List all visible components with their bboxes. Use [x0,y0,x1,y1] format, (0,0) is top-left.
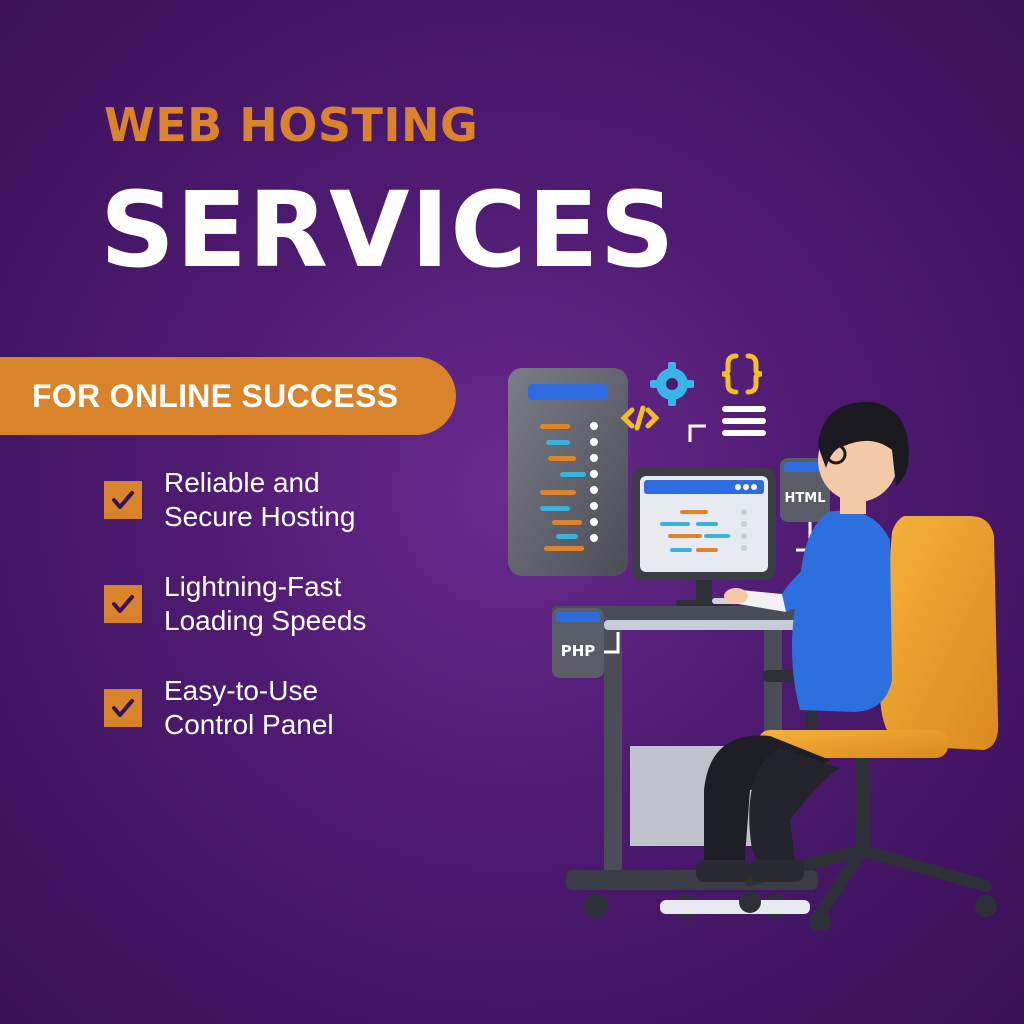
gear-icon [650,362,694,406]
glasses [825,443,847,465]
developer-person [696,401,909,882]
php-badge: PHP [552,608,604,678]
feature-line: Control Panel [164,709,334,740]
html-badge-label: HTML [785,491,826,506]
text-lines-icon [722,406,766,436]
tagline-ribbon: FOR ONLINE SUCCESS [0,357,456,435]
code-brackets-icon [620,405,660,431]
feature-item: Lightning-Fast Loading Speeds [104,570,366,638]
feature-line: Loading Speeds [164,605,367,636]
curly-braces-icon [721,353,763,395]
code-panel [508,368,628,576]
kicker-title: WEB HOSTING [104,98,479,152]
checkmark-icon [104,689,142,727]
office-chair [739,516,999,930]
connector-line [604,632,620,654]
checkmark-icon [104,585,142,623]
feature-line: Secure Hosting [164,501,356,532]
feature-line: Reliable and [164,467,320,498]
checkmark-icon [104,481,142,519]
feature-line: Easy-to-Use [164,675,319,706]
php-badge-label: PHP [561,642,596,660]
headline: SERVICES [100,169,676,291]
feature-item: Reliable and Secure Hosting [104,466,355,534]
feature-line: Lightning-Fast [164,571,342,602]
developer-illustration: HTML [508,353,999,930]
tagline-text: FOR ONLINE SUCCESS [32,377,399,414]
connector-line [688,424,706,442]
feature-item: Easy-to-Use Control Panel [104,674,334,742]
html-badge: HTML [780,458,830,522]
monitor [632,468,776,606]
